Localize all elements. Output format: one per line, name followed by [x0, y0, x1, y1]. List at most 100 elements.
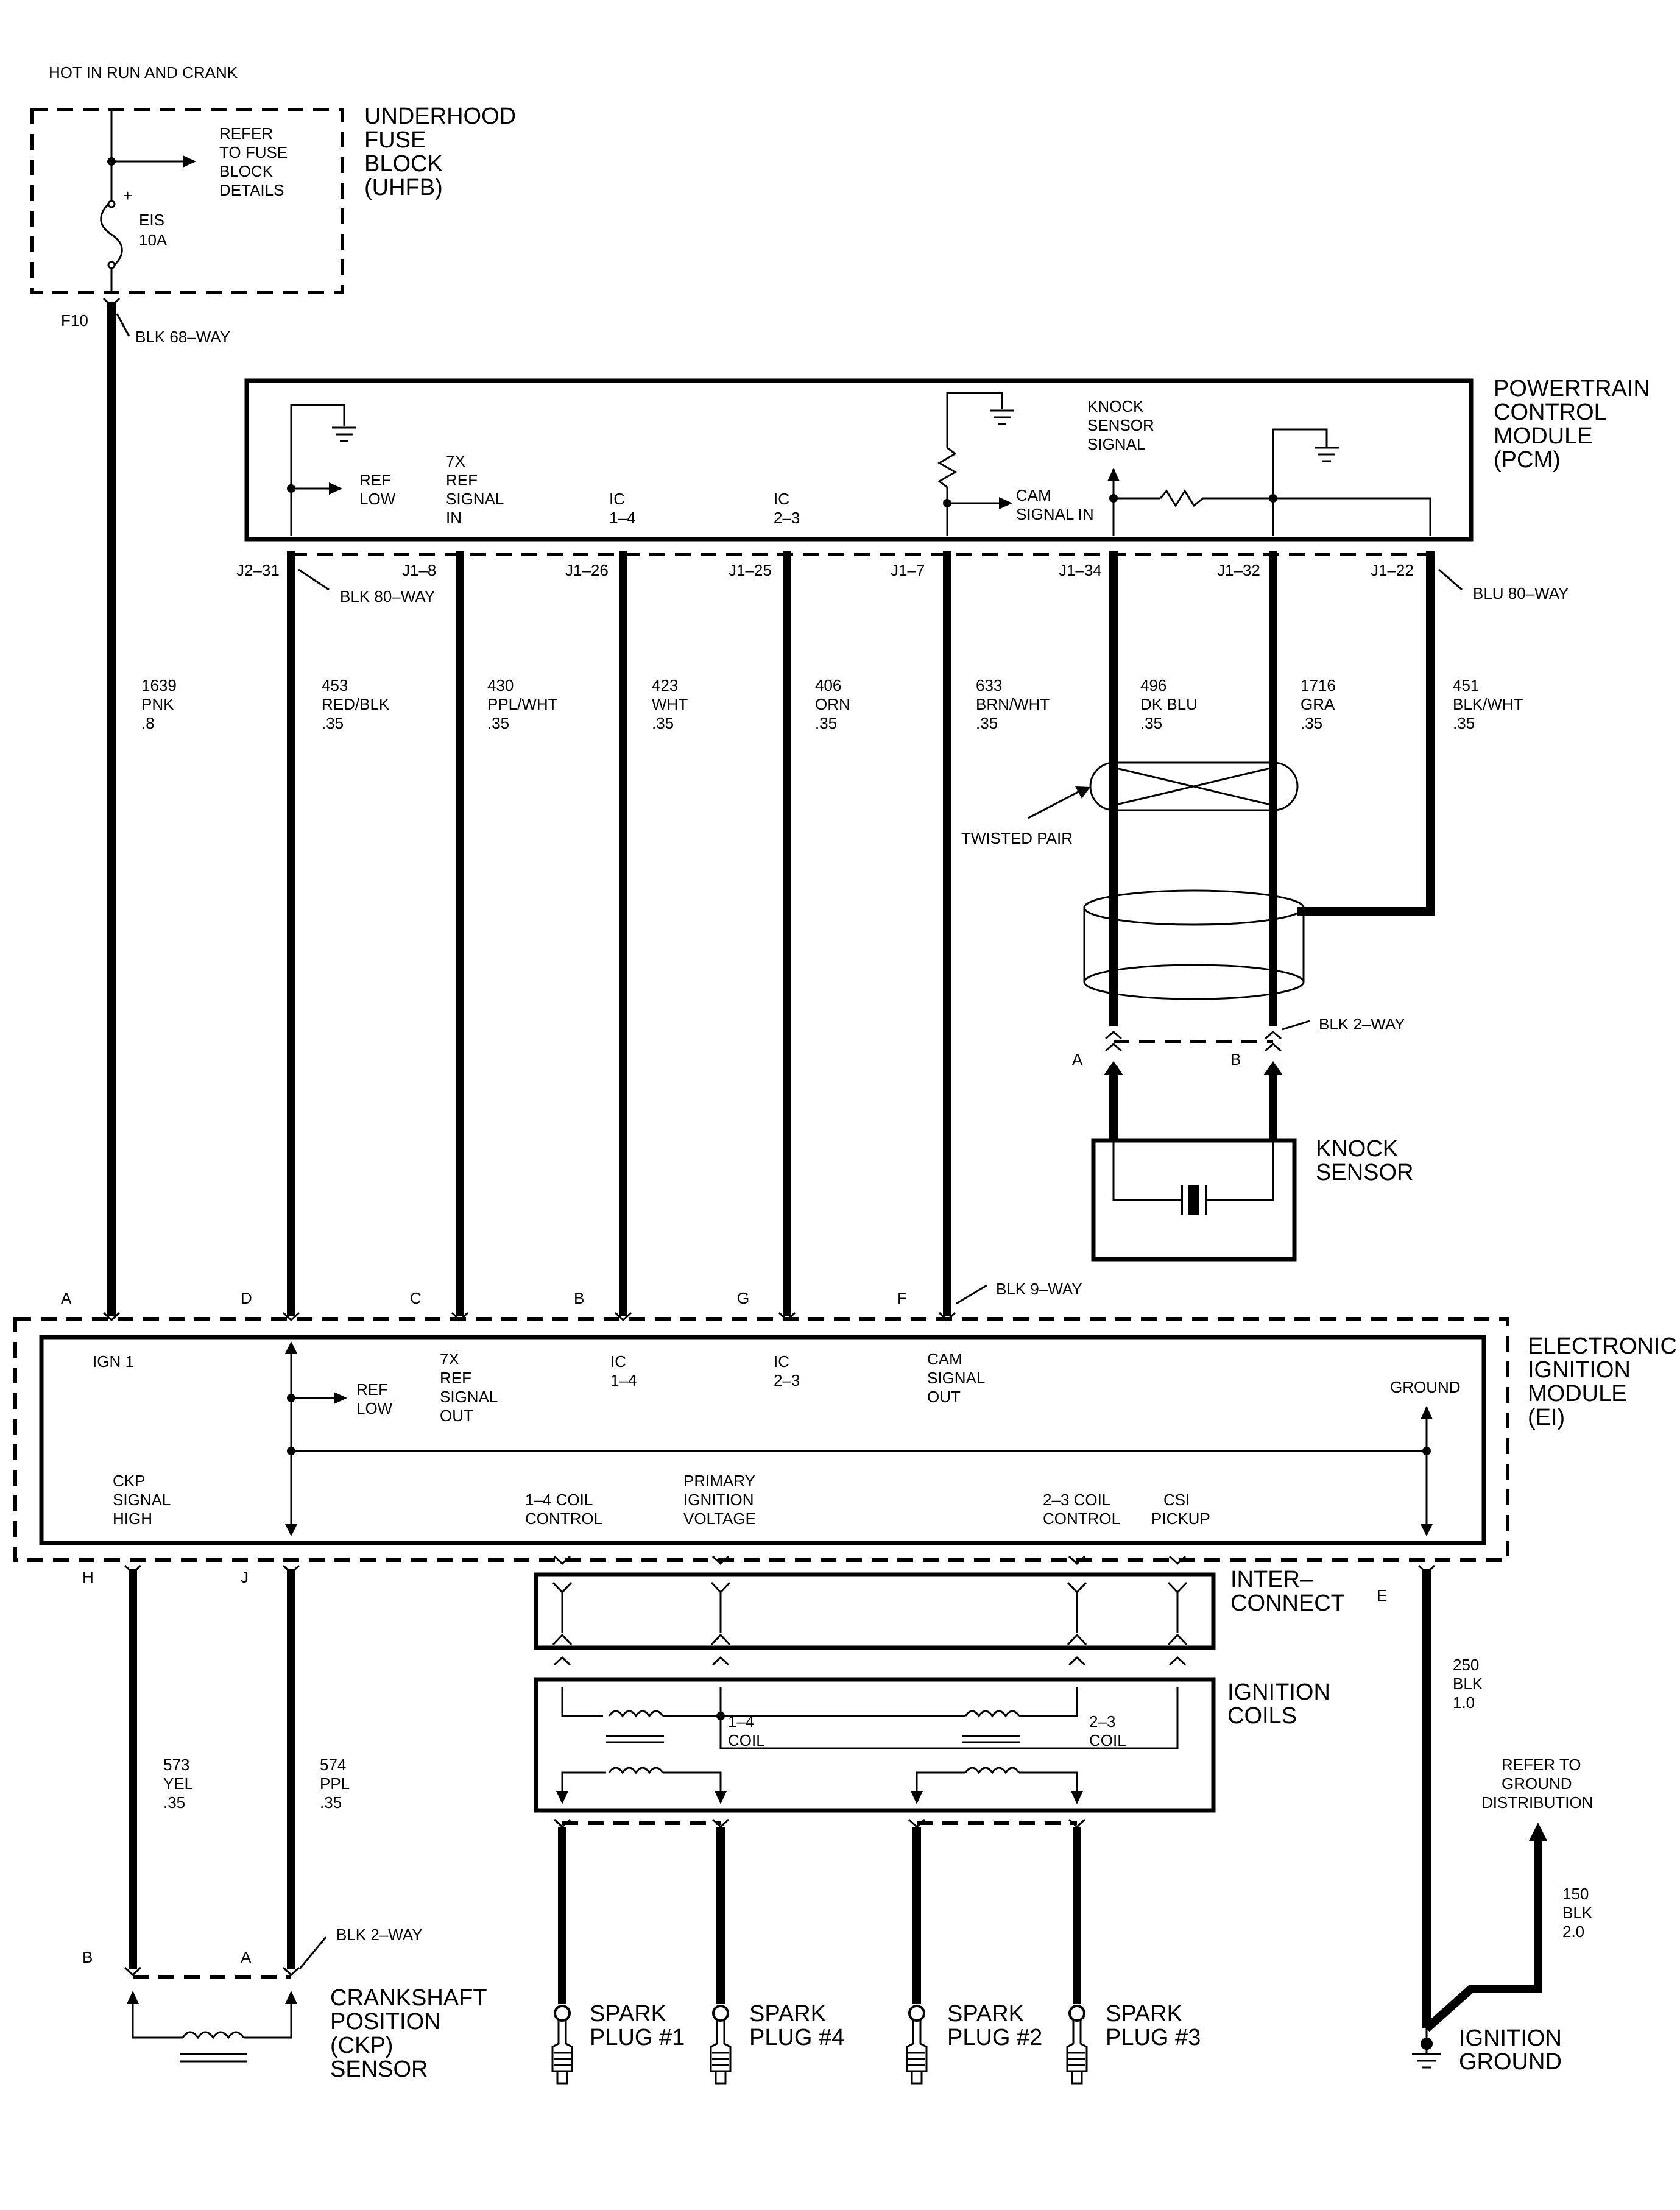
ei-cam-1: CAM [927, 1350, 962, 1368]
ei-connector: BLK 9–WAY [996, 1280, 1082, 1298]
coil-icon [964, 1767, 1020, 1774]
spark-plug-icon [1066, 2021, 1088, 2085]
wire-406: 406 ORN .35 [783, 551, 850, 1316]
ground-icon [990, 409, 1014, 425]
spark-plug-2: SPARK PLUG #2 [906, 2001, 1042, 2085]
wire-1639: 1639 PNK .8 [107, 302, 177, 1316]
ei-module: ELECTRONIC IGNITION MODULE (EI) IGN 1 RE… [13, 1317, 1677, 1562]
twisted-pair: TWISTED PAIR [961, 761, 1299, 847]
ei-7x-1: 7X [440, 1350, 459, 1368]
uhfb-title-1: UNDERHOOD [364, 104, 516, 129]
svg-text:BLK/WHT: BLK/WHT [1453, 695, 1523, 713]
ei-ic14-2: 1–4 [610, 1371, 637, 1389]
svg-text:453: 453 [322, 676, 348, 694]
ei-pin-c: C [410, 1289, 422, 1307]
coil-icon [964, 1710, 1020, 1718]
svg-text:1.0: 1.0 [1453, 1693, 1475, 1712]
pcm-ic23-2: 2–3 [774, 509, 800, 527]
svg-text:406: 406 [815, 676, 841, 694]
spark-plug-icon [551, 2021, 573, 2085]
ei-ckp-1: CKP [113, 1472, 145, 1490]
spark-plug-2-line-2: PLUG #2 [947, 2025, 1042, 2050]
svg-text:GRA: GRA [1301, 695, 1335, 713]
pcm-pin-j1-26: J1–26 [565, 561, 609, 579]
coils-title-1: IGNITION [1227, 1679, 1330, 1705]
pcm-pin-j1-7: J1–7 [891, 561, 925, 579]
uhfb-title-4: (UHFB) [364, 175, 443, 200]
ckp-sensor: CRANKSHAFT POSITION (CKP) SENSOR [127, 1985, 487, 2082]
pcm-title-1: POWERTRAIN [1494, 376, 1650, 401]
ei-ref-low-1: REF [356, 1380, 388, 1399]
spark-plug-icon [710, 2021, 732, 2085]
twisted-pair-label: TWISTED PAIR [961, 829, 1073, 847]
knock-title-1: KNOCK [1316, 1136, 1398, 1162]
refer-fuse-line-3: BLOCK [219, 162, 274, 180]
ei-coil23-2: CONTROL [1043, 1509, 1120, 1528]
interconnect-title-1: INTER– [1230, 1567, 1313, 1592]
ignition-ground-1: IGNITION [1459, 2025, 1562, 2051]
pcm-ic23-1: IC [774, 490, 789, 508]
ei-pin-h: H [82, 1568, 94, 1586]
svg-text:.35: .35 [1453, 714, 1475, 732]
spark-plug-4: SPARK PLUG #4 [710, 2001, 844, 2085]
spark-plug-4-line-2: PLUG #4 [749, 2025, 844, 2050]
ignition-ground-2: GROUND [1459, 2049, 1562, 2075]
svg-text:BLK: BLK [1562, 1904, 1593, 1922]
ei-pin-d: D [241, 1289, 252, 1307]
svg-text:.35: .35 [487, 714, 509, 732]
svg-text:.35: .35 [815, 714, 837, 732]
ground-dist-1: REFER TO [1502, 1756, 1581, 1774]
svg-text:.35: .35 [1301, 714, 1322, 732]
spark-plug-icon [906, 2021, 928, 2085]
ei-7x-3: SIGNAL [440, 1388, 498, 1406]
wire-451: 451 BLK/WHT .35 [1297, 551, 1523, 916]
svg-text:451: 451 [1453, 676, 1479, 694]
ei-ckp-2: SIGNAL [113, 1491, 171, 1509]
ignition-coils: IGNITION COILS 1–4 COIL 2–3 COIL [534, 1677, 1330, 1813]
pcm-ks-2: SENSOR [1087, 416, 1154, 434]
pcm-pin-j1-25: J1–25 [729, 561, 772, 579]
pcm-7x-2: REF [446, 471, 478, 489]
svg-text:2.0: 2.0 [1562, 1922, 1584, 1941]
svg-text:633: 633 [976, 676, 1002, 694]
ei-coil23-1: 2–3 COIL [1043, 1491, 1110, 1509]
ckp-title-4: SENSOR [330, 2056, 428, 2082]
interconnect: INTER– CONNECT [534, 1567, 1345, 1650]
svg-text:.35: .35 [1140, 714, 1162, 732]
wire-496: 496 DK BLU .35 [1109, 551, 1198, 1026]
svg-text:BRN/WHT: BRN/WHT [976, 695, 1050, 713]
wire-574: 574 PPL .35 [287, 1569, 350, 1969]
ei-csi-2: PICKUP [1151, 1509, 1210, 1528]
svg-text:.35: .35 [163, 1793, 185, 1812]
spark-plug-1: SPARK PLUG #1 [551, 2001, 685, 2085]
wire-633: 633 BRN/WHT .35 [943, 551, 1050, 1316]
fuse-rating: 10A [139, 231, 168, 249]
ei-pin-b: B [574, 1289, 584, 1307]
ckp-title-1: CRANKSHAFT [330, 1985, 487, 2011]
ground-dist-3: DISTRIBUTION [1481, 1793, 1593, 1812]
pcm-pin-j2-31: J2–31 [236, 561, 280, 579]
pcm-pin-j1-22: J1–22 [1371, 561, 1414, 579]
resistor-icon [1159, 489, 1273, 507]
refer-fuse-line-4: DETAILS [219, 181, 284, 199]
svg-text:250: 250 [1453, 1656, 1479, 1674]
knock-sensor: KNOCK SENSOR [1091, 1136, 1413, 1262]
wire-453: 453 RED/BLK .35 [287, 551, 390, 1316]
pcm-7x-3: SIGNAL [446, 490, 504, 508]
ei-pin-e: E [1377, 1586, 1387, 1605]
coils-title-2: COILS [1227, 1703, 1297, 1729]
interconnect-title-2: CONNECT [1230, 1590, 1345, 1616]
ckp-title-2: POSITION [330, 2009, 441, 2035]
spark-plug-1-line-1: SPARK [590, 2001, 666, 2027]
pcm-connector-left: BLK 80–WAY [340, 587, 435, 605]
ei-piv-3: VOLTAGE [683, 1509, 756, 1528]
ei-ic23-2: 2–3 [774, 1371, 800, 1389]
wire-150: 150 BLK 2.0 [1424, 1823, 1593, 2032]
pcm-title-2: CONTROL [1494, 400, 1607, 425]
pcm-pin-j1-34: J1–34 [1059, 561, 1102, 579]
svg-text:WHT: WHT [652, 695, 688, 713]
svg-text:1639: 1639 [141, 676, 177, 694]
ei-7x-2: REF [440, 1369, 471, 1387]
ei-cam-2: SIGNAL [927, 1369, 985, 1387]
